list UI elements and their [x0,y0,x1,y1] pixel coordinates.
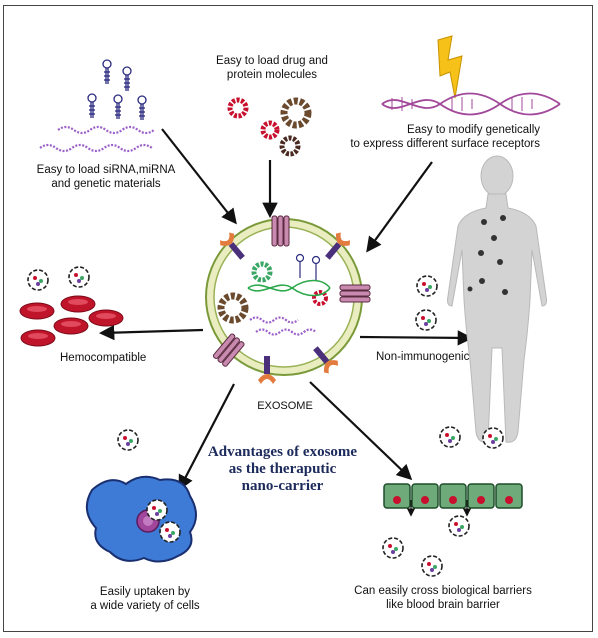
figure-frame [3,5,593,632]
target-cell-icon [85,475,197,563]
arrow-barrier [309,381,413,481]
exosome-particle-icon [439,426,461,448]
exosome-particle-icon [159,521,181,543]
exosome-particle-icon [415,309,437,331]
barrier-crossing-arrows [406,500,472,517]
label-genetic-loading: Easy to load siRNA,miRNA and genetic mat… [36,164,176,190]
dna-helix-icon [381,92,561,116]
label-genetic-modification: Easy to modify genetically to express di… [350,124,540,150]
human-body-icon [447,155,547,443]
arrow-immuno [359,330,474,346]
exosome-particle-icon [421,555,443,577]
arrow-modify [366,161,433,253]
label-non-immunogenic: Non-immunogenic [376,351,470,363]
exosome-particles-body [467,215,508,295]
exosome-particle-icon [146,499,168,521]
exosome [205,215,371,384]
label-hemocompatible: Hemocompatible [60,352,147,364]
label-barrier-crossing: Can easily cross biological barriers lik… [354,585,532,611]
exosome-particle-icon [117,429,139,451]
lightning-icon [437,35,463,99]
label-cell-uptake: Easily uptaken by a wide variety of cell… [90,586,200,612]
label-drug-loading: Easy to load drug and protein molecules [216,55,328,81]
diagram-title: Advantages of exosome as the theraputic … [207,444,358,494]
arrow-genetic [161,128,237,225]
barrier-nuclei [393,496,513,504]
exosome-particle-icons [27,266,504,577]
arrows [98,128,474,491]
rna-strand-icons [39,125,155,153]
rbc-highlights [27,299,116,339]
exosome-particle-icon [382,537,404,559]
arrow-uptake [178,383,235,491]
exosome-particle-icon [416,275,438,297]
rna-hairpin-icons [87,59,147,120]
exosome-particle-icon [27,269,49,291]
exosome-particle-icon [68,266,90,288]
exosome-particle-icon [482,427,504,449]
transmembrane-protein-icons [212,215,371,367]
exosome-label: EXOSOME [257,400,313,412]
arrow-hemo [98,324,204,341]
exosome-particle-icon [448,515,470,537]
drug-molecule-icons [227,97,312,157]
surface-receptor-icons [219,232,351,384]
